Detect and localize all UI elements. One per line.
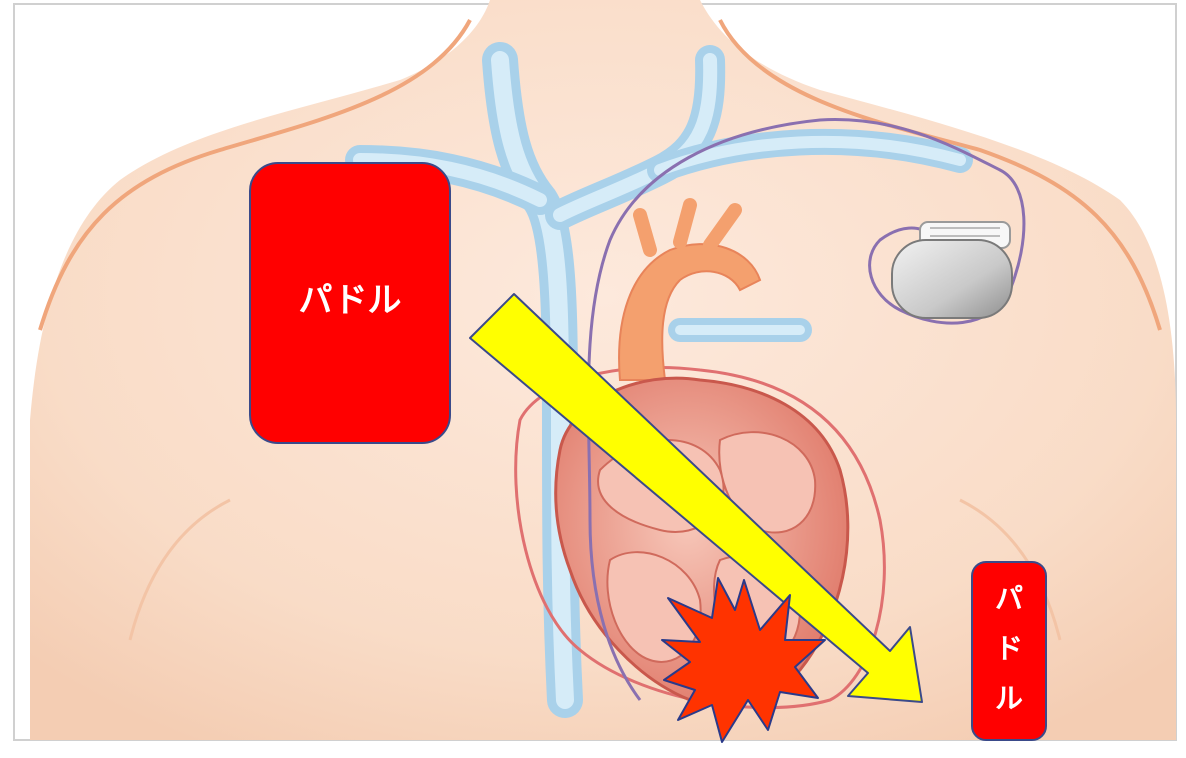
paddle-small-label-char-2: ド bbox=[995, 632, 1023, 665]
paddle-small-label-char-1: パ bbox=[995, 582, 1023, 615]
paddle-small-label-char-3: ル bbox=[995, 682, 1023, 715]
paddle-large-label: パドル bbox=[298, 281, 401, 321]
